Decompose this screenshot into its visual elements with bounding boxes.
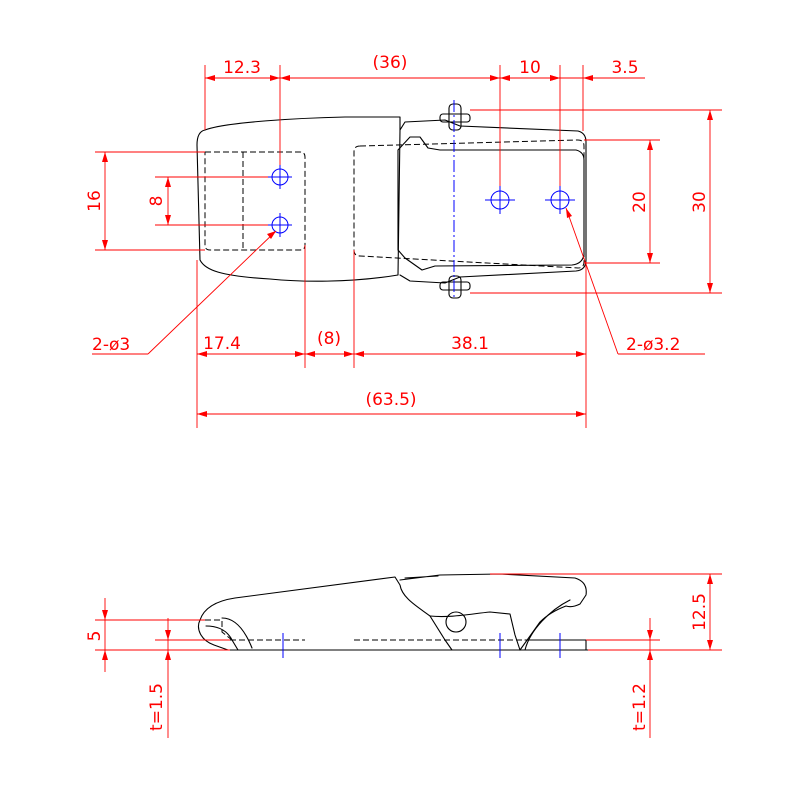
- arrow-8h-left: [305, 351, 315, 357]
- dim-label-5: 5: [85, 631, 105, 642]
- hinge-pin-bottom-cap: [448, 275, 462, 299]
- hinge-pin-top: [439, 113, 471, 123]
- hinge-pin-top-cap: [448, 103, 462, 131]
- arrow-t-right-top: [647, 630, 653, 640]
- dim-label-36: (36): [373, 53, 408, 73]
- side-view-dimensions: 5 t=1.5 12.5 t=1.2: [85, 573, 722, 738]
- latch-base-hidden-outline: [353, 139, 585, 269]
- side-latch-hook: [524, 599, 571, 651]
- arrow-3-5-left: [550, 75, 560, 81]
- dim-label-30: 30: [690, 191, 710, 213]
- dim-label-12-5: 12.5: [690, 593, 710, 631]
- leader-right-holes: [565, 207, 619, 355]
- arrow-38-1-right: [576, 351, 586, 357]
- arrow-8h-right: [344, 351, 354, 357]
- strike-plate-hidden-outline: [204, 151, 306, 251]
- arrow-12-5-top: [707, 574, 713, 584]
- arrow-10-left: [500, 75, 510, 81]
- top-view-holes: [268, 100, 575, 300]
- side-view-part: [197, 573, 589, 658]
- dim-label-38-1: 38.1: [451, 334, 489, 354]
- arrow-16-bottom: [102, 240, 108, 250]
- side-latch-inner: [429, 611, 521, 651]
- dim-label-3-5: 3.5: [611, 58, 638, 78]
- arrow-8v-top: [165, 177, 171, 187]
- dim-label-8v: 8: [147, 196, 167, 207]
- arrow-t-left-top: [165, 630, 171, 640]
- callout-left-holes: 2-ø3: [92, 335, 130, 355]
- arrow-17-4-left: [197, 351, 207, 357]
- callout-right-holes: 2-ø3.2: [626, 335, 680, 355]
- dim-label-t-right: t=1.2: [630, 683, 650, 731]
- top-view-dimensions: 12.3 (36) 10 3.5 16 8 20 30: [85, 53, 722, 428]
- arrow-16-top: [102, 152, 108, 162]
- dim-label-63-5: (63.5): [365, 390, 416, 410]
- side-strike-hidden: [205, 619, 233, 641]
- dim-label-17-4: 17.4: [203, 334, 241, 354]
- dim-label-8h: (8): [317, 329, 341, 349]
- arrow-63-5-right: [576, 411, 586, 417]
- arrow-t-right-bottom: [647, 650, 653, 660]
- dim-label-12-3: 12.3: [223, 58, 261, 78]
- side-latch-outline: [399, 573, 587, 651]
- side-hinge-circle: [445, 611, 467, 633]
- arrow-38-1-left: [354, 351, 364, 357]
- leader-left-holes: [147, 230, 277, 355]
- side-strike-lip: [221, 617, 253, 649]
- latch-body-outline: [399, 119, 587, 284]
- dim-label-20: 20: [630, 191, 650, 213]
- arrow-63-5-left: [197, 411, 207, 417]
- arrow-leader-right: [566, 208, 572, 218]
- side-strike-hook: [197, 619, 239, 651]
- arrow-12-5-bottom: [707, 640, 713, 650]
- dim-label-16: 16: [85, 190, 105, 212]
- arrow-20-bottom: [647, 253, 653, 263]
- arrow-12-3-right: [270, 75, 280, 81]
- dim-label-t-left: t=1.5: [147, 683, 167, 731]
- arrow-t-left-bottom: [165, 650, 171, 660]
- arrow-8v-bottom: [165, 215, 171, 225]
- arrow-3-5-right: [583, 75, 593, 81]
- dim-label-10: 10: [519, 58, 541, 78]
- arrow-leader-left: [267, 231, 276, 239]
- arrow-20-top: [647, 140, 653, 150]
- side-strike-outline: [199, 576, 453, 651]
- arrow-5-bottom: [102, 650, 108, 660]
- arrow-17-4-right: [295, 351, 305, 357]
- arrow-12-3-left: [205, 75, 215, 81]
- latch-body-inner-outline: [397, 136, 585, 271]
- hinge-pin-bottom: [439, 281, 471, 291]
- arrow-36-left: [280, 75, 290, 81]
- arrow-5-top: [102, 610, 108, 620]
- arrow-30-top: [707, 110, 713, 120]
- top-view-part: [196, 103, 587, 299]
- arrow-30-bottom: [707, 283, 713, 293]
- strike-plate-outline: [196, 116, 401, 282]
- arrow-36-right: [490, 75, 500, 81]
